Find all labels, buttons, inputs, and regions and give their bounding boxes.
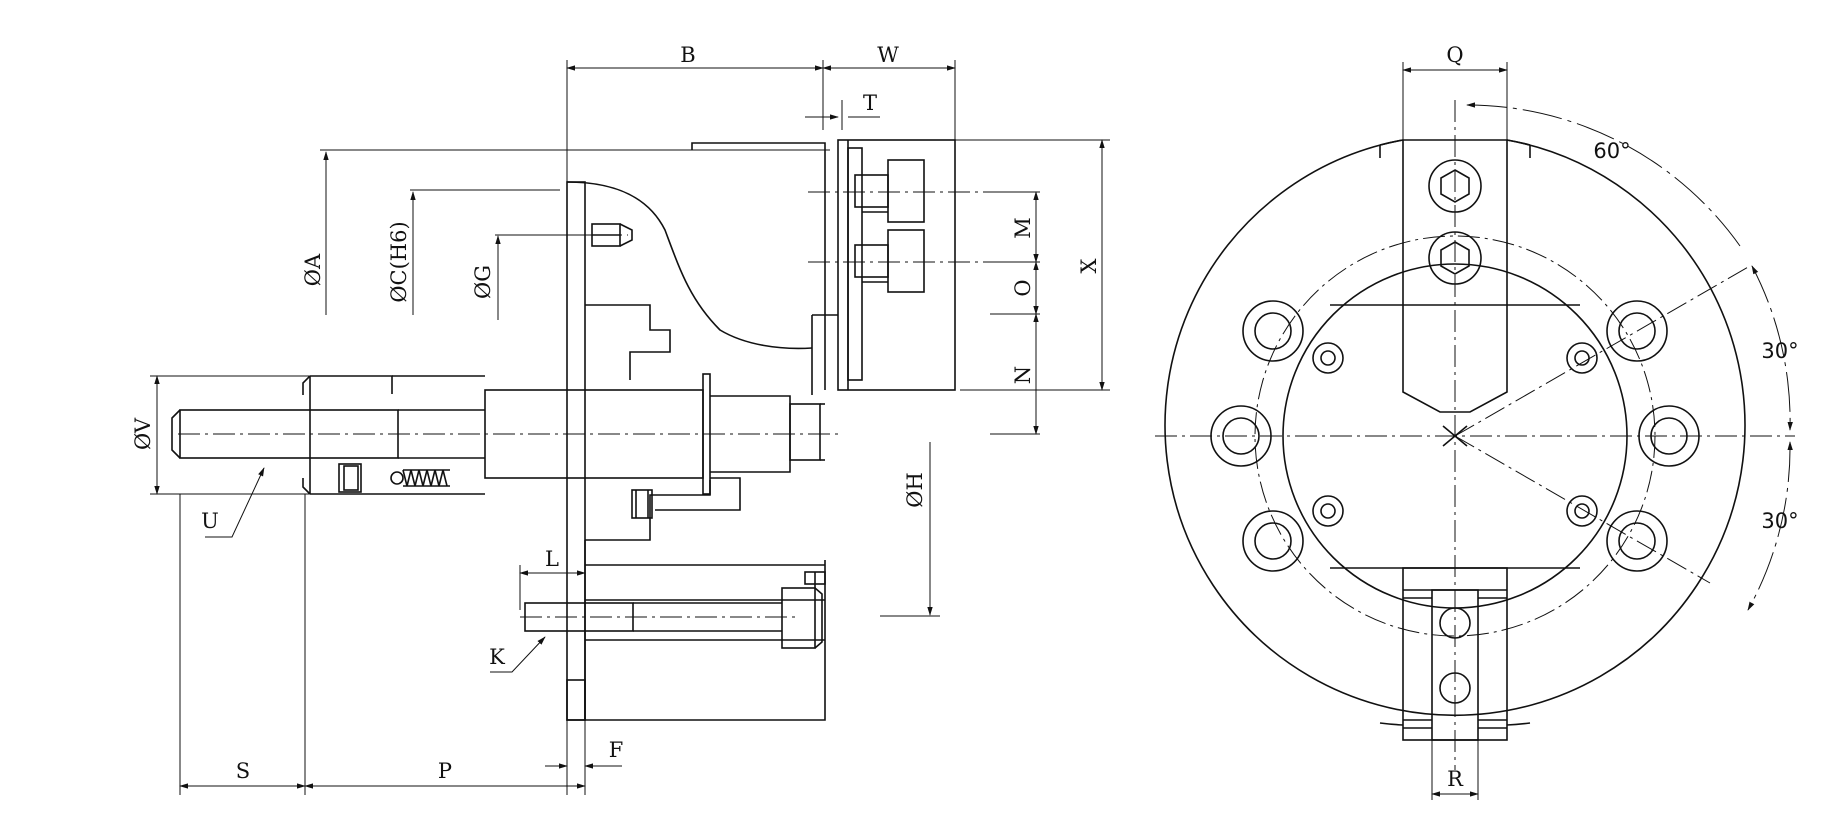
angle-label-60: 60°	[1593, 139, 1630, 163]
label-B: B	[680, 43, 695, 67]
front-outline	[1164, 139, 1746, 741]
extension-lines	[150, 60, 1110, 795]
label-Q: Q	[1446, 43, 1463, 67]
label-T: T	[863, 91, 877, 115]
front-dimensions	[1402, 62, 1793, 800]
dimension-lines	[154, 65, 1105, 789]
angle-label-30-lower: 30°	[1761, 509, 1798, 533]
label-X: X	[1077, 258, 1101, 273]
label-G: ØG	[471, 265, 495, 299]
label-A: ØA	[301, 253, 325, 286]
label-L: L	[545, 547, 559, 571]
label-H: ØH	[903, 472, 927, 508]
label-V: ØV	[131, 417, 155, 450]
label-P: P	[438, 759, 452, 783]
label-R: R	[1447, 767, 1464, 791]
label-S: S	[236, 759, 250, 783]
front-view: Q R 60° 30° 30°	[1155, 43, 1799, 800]
label-U: U	[201, 509, 219, 533]
side-view: B W T ØA ØC(H6) ØG X M O N ØV U ØH L K F…	[131, 43, 1110, 795]
label-K: K	[489, 645, 505, 669]
chuck-body	[171, 139, 956, 721]
label-F: F	[609, 738, 624, 762]
label-W: W	[877, 43, 899, 67]
front-view-labels: Q R 60° 30° 30°	[1446, 43, 1798, 791]
label-C: ØC(H6)	[387, 221, 411, 302]
label-M: M	[1011, 217, 1035, 239]
label-O: O	[1011, 279, 1035, 296]
centerlines	[178, 191, 1040, 618]
label-N: N	[1011, 366, 1035, 384]
angle-label-30-upper: 30°	[1761, 339, 1798, 363]
side-view-labels: B W T ØA ØC(H6) ØG X M O N ØV U ØH L K F…	[131, 43, 1101, 783]
